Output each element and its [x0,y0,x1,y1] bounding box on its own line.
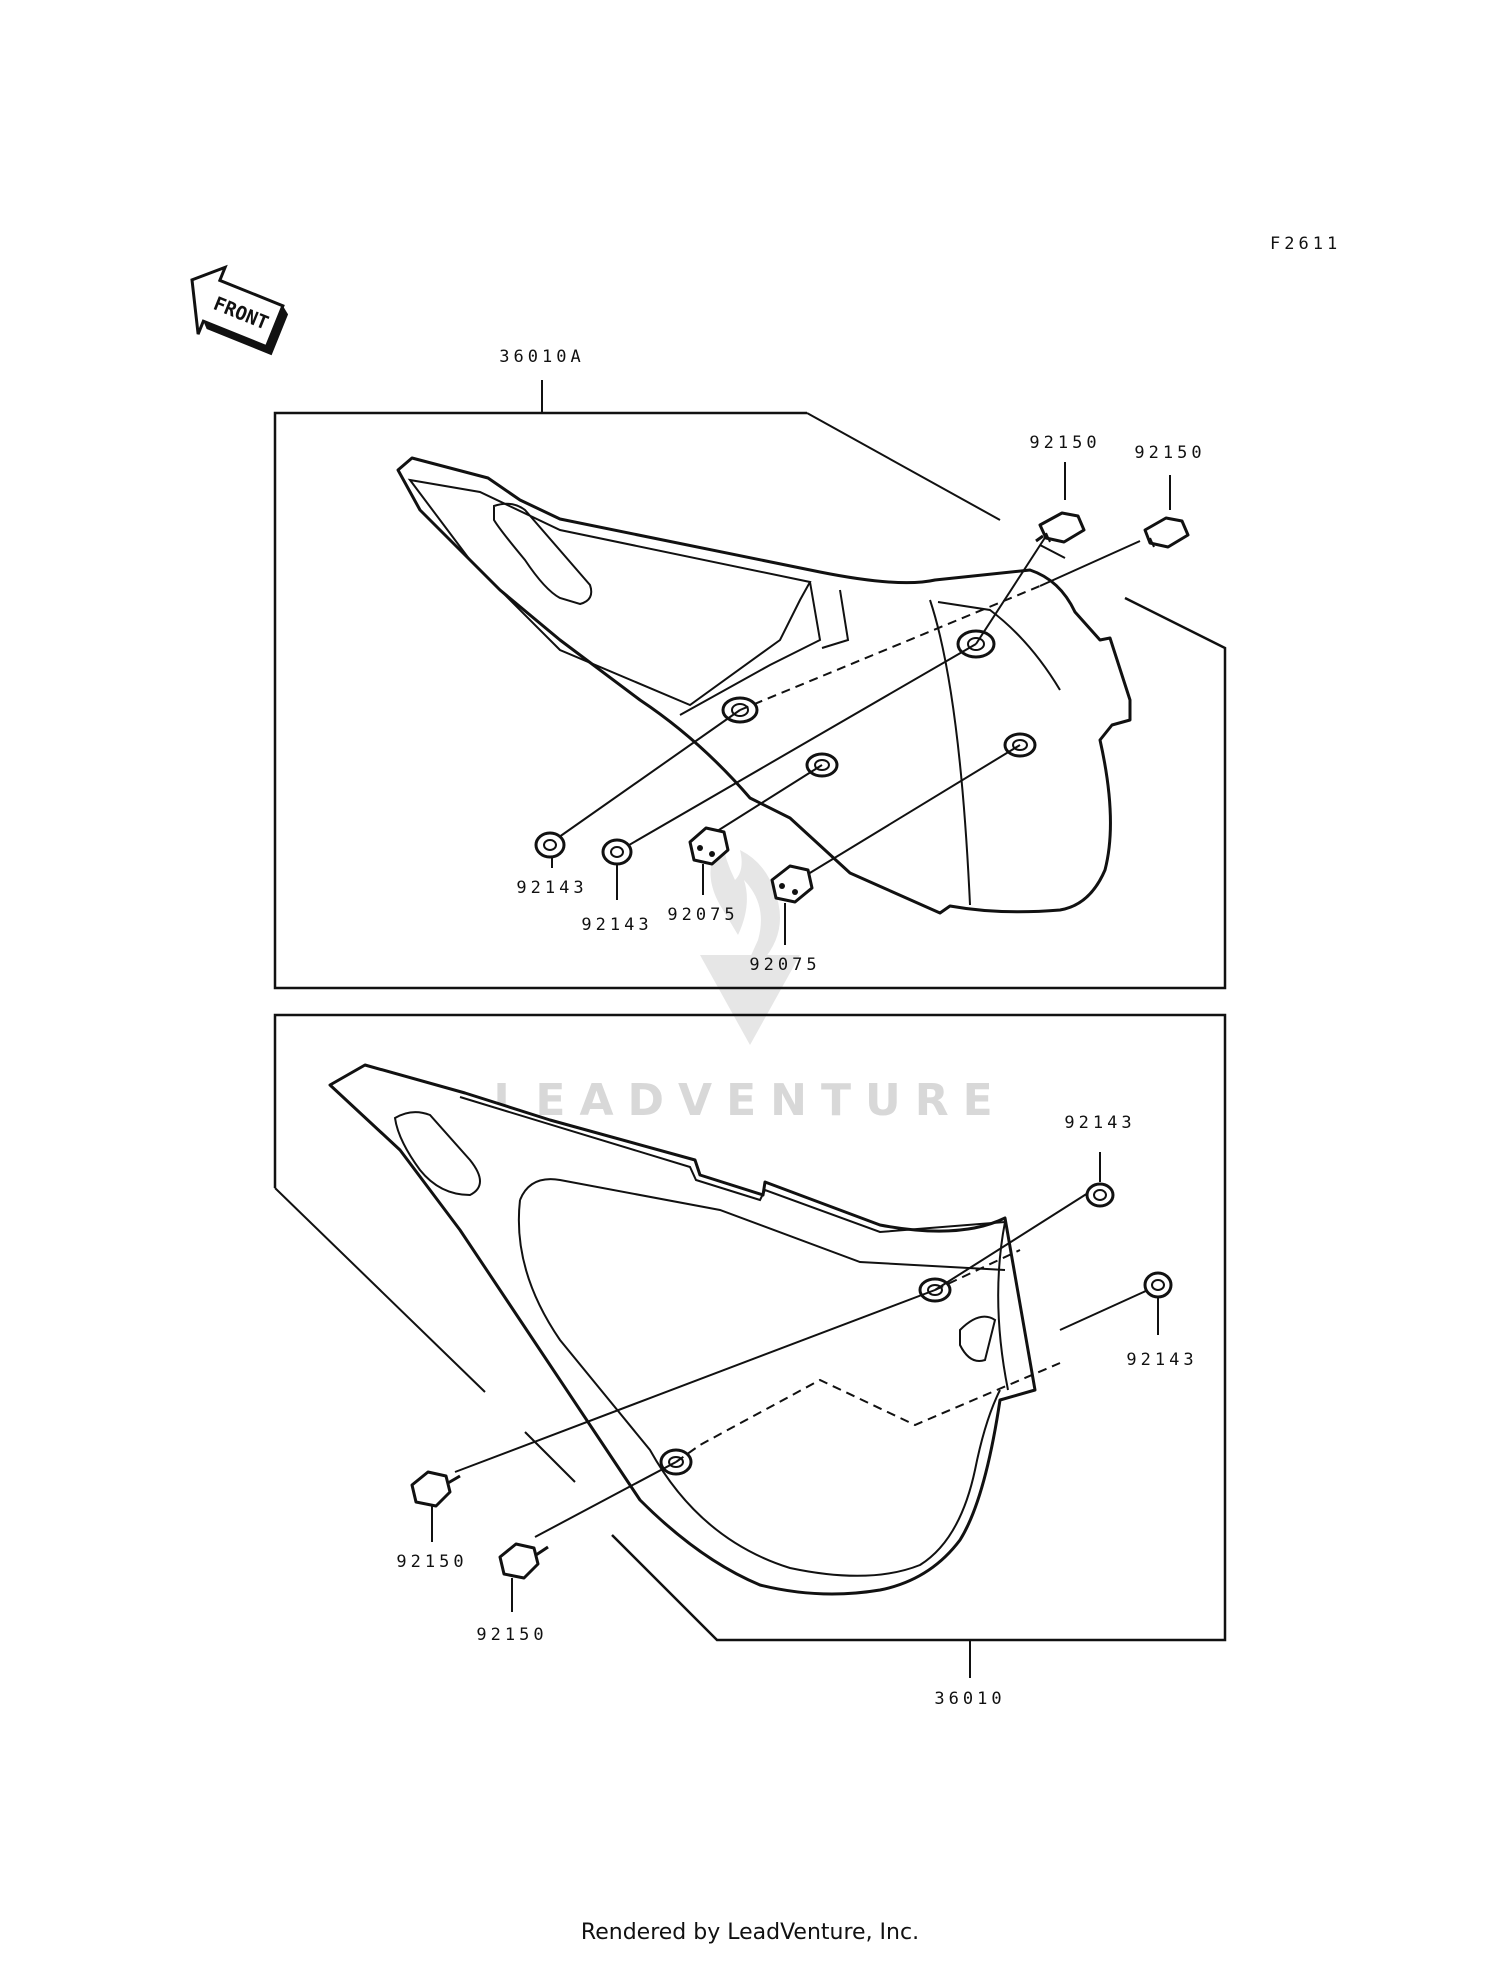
assembly-label-36010: 36010 [934,1689,1005,1709]
upper-assembly-frame [273,411,1227,990]
bolt-92150-upper-a [1035,462,1086,544]
label-92143-upper-b: 92143 [581,915,652,935]
side-cover-lower [328,1063,1037,1596]
label-92150-upper-b: 92150 [1134,443,1205,463]
figure-code: F2611 [1270,234,1341,254]
lower-assembly-frame [273,1013,1227,1642]
bolt-92150-lower-b [498,1542,549,1612]
label-92075-upper-a: 92075 [667,905,738,925]
upper-assembly: 36010A [273,347,1227,990]
damper-92075-upper-b [770,864,814,945]
bolt-92150-upper-b [1143,475,1190,549]
grommet-92143-lower-a [1085,1152,1115,1208]
grommet-92143-upper-b [601,838,633,900]
side-cover-upper [396,456,1132,915]
label-92143-lower-a: 92143 [1064,1113,1135,1133]
label-92143-lower-b: 92143 [1126,1350,1197,1370]
label-92143-upper-a: 92143 [516,878,587,898]
label-92150-lower-b: 92150 [476,1625,547,1645]
label-92150-upper-a: 92150 [1029,433,1100,453]
grommet-92143-upper-a [534,831,566,868]
bolt-92150-lower-a [410,1470,461,1542]
footer-credit: Rendered by LeadVenture, Inc. [580,1920,920,1945]
label-92150-lower-a: 92150 [396,1552,467,1572]
front-arrow-icon: FRONT [190,264,289,356]
watermark: LEADVENTURE [493,840,1006,1126]
lower-assembly: 36010 92143 [273,1013,1227,1709]
damper-92075-upper-a [688,826,730,895]
label-92075-upper-b: 92075 [749,955,820,975]
grommet-92143-lower-b [1143,1271,1173,1335]
watermark-text: LEADVENTURE [493,1075,1006,1126]
assembly-label-36010A: 36010A [499,347,584,367]
